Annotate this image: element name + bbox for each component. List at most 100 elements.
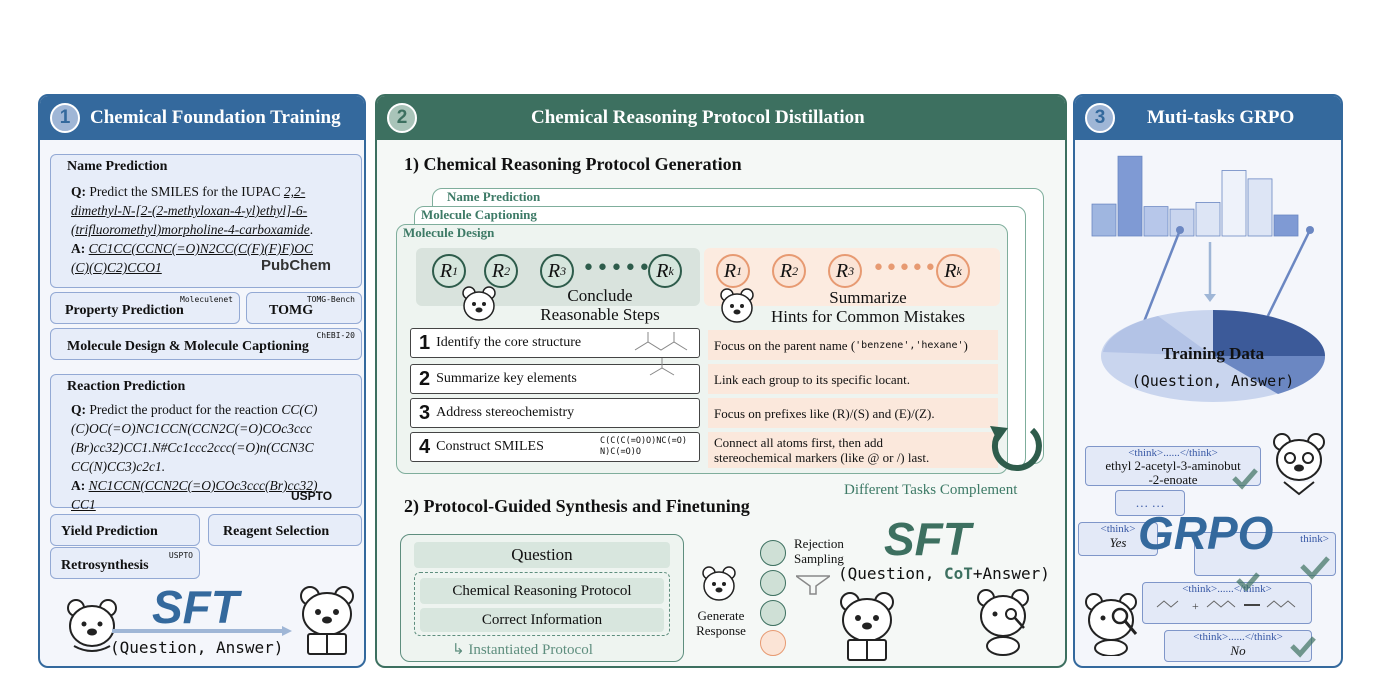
panel1-number: 1 (50, 103, 80, 133)
retrosynthesis-title: Retrosynthesis (61, 558, 149, 573)
section1-title: 1) Chemical Reasoning Protocol Generatio… (404, 154, 742, 174)
distribution-bar (1247, 178, 1273, 237)
yield-prediction-title: Yield Prediction (61, 524, 158, 539)
uspto-tag: USPTO (168, 551, 193, 560)
distribution-bar (1117, 155, 1143, 237)
panel3-number: 3 (1085, 103, 1115, 133)
property-prediction-card: Moleculenet Property Prediction (50, 292, 240, 324)
retrosynthesis-card: USPTO Retrosynthesis (50, 547, 200, 579)
reagent-selection-title: Reagent Selection (223, 524, 330, 539)
bear-teacher-icon (1273, 433, 1325, 496)
panel2-header: 2 Chemical Reasoning Protocol Distillati… (377, 96, 1065, 140)
response-circle-2 (760, 570, 786, 596)
molecule-design-captioning-card: ChEBI-20 Molecule Design & Molecule Capt… (50, 328, 362, 360)
task-label-design: Molecule Design (403, 225, 495, 240)
response-circle-3 (760, 600, 786, 626)
protocol-group (414, 572, 670, 636)
panel1-title: Chemical Foundation Training (90, 107, 341, 128)
training-data-pie (1101, 310, 1326, 402)
different-tasks-complement: Different Tasks Complement (844, 482, 1018, 498)
panel3-title: Muti-tasks GRPO (1147, 107, 1295, 128)
training-data-pair: (Question, Answer) (1131, 372, 1295, 390)
task-distribution-bars (1091, 155, 1299, 237)
sft-arrow-icon (112, 626, 292, 636)
section2-title: 2) Protocol-Guided Synthesis and Finetun… (404, 496, 750, 516)
think-bubble-dots: … … (1115, 490, 1185, 516)
reaction-sketch-icon: + (1156, 599, 1296, 613)
correct-info-box: Correct Information (420, 608, 664, 632)
reaction-prediction-question: Q: Predict the product for the reaction … (71, 402, 318, 512)
bear-generate-icon (702, 566, 736, 601)
sft-label-panel1: SFT (152, 581, 239, 633)
task-label-captioning: Molecule Captioning (421, 207, 537, 222)
tomg-bench-tag: TOMG-Bench (306, 295, 355, 304)
task-label-name: Name Prediction (447, 189, 541, 204)
grpo-label: GRPO (1138, 507, 1274, 559)
distribution-bar (1273, 214, 1299, 237)
distribution-bar (1143, 206, 1169, 237)
molecule-design-title: Molecule Design & Molecule Captioning (67, 339, 309, 354)
bear-inspector-icon (1085, 593, 1138, 656)
name-prediction-title: Name Prediction (67, 159, 168, 174)
hint-row-3: Focus on prefixes like (R)/(S) and (E)/(… (708, 398, 998, 428)
reagent-selection-card: Reagent Selection (208, 514, 362, 546)
property-prediction-title: Property Prediction (65, 303, 184, 318)
yield-prediction-card: Yield Prediction (50, 514, 200, 546)
reaction-prediction-card: Reaction Prediction Q: Predict the produ… (50, 374, 362, 512)
tomg-title: TOMG (269, 303, 314, 318)
panel3-header: 3 Muti-tasks GRPO (1075, 96, 1341, 140)
name-prediction-card: Name Prediction Q: Predict the SMILES fo… (50, 154, 362, 288)
reaction-prediction-title: Reaction Prediction (67, 379, 186, 394)
bear-student-icon (840, 592, 894, 661)
uspto-label: USPTO (291, 489, 333, 503)
svg-text:+: + (1192, 599, 1199, 613)
distribution-bar (1195, 202, 1221, 237)
smiles-snippet: C(C(C(=O)O)NC(=O)N)C(=O)O (600, 436, 687, 457)
think-bubble-yes: <think> Yes (1078, 522, 1158, 556)
moleculenet-tag: Moleculenet (180, 295, 233, 304)
bear-reading-icon (300, 586, 354, 655)
bear-hints-icon (720, 288, 754, 323)
think-bubble-molecule: think> (1194, 532, 1336, 576)
think-bubble-reaction: <think>......</think> + (1142, 582, 1312, 624)
sft-pair-panel2: (Question, CoT+Answer) (838, 564, 1050, 583)
panel2-title: Chemical Reasoning Protocol Distillation (531, 107, 865, 128)
training-data-title: Training Data (1161, 344, 1265, 363)
response-circle-1 (760, 540, 786, 566)
response-circle-4 (760, 630, 786, 656)
bear-mascot-icon (67, 599, 117, 652)
sft-pair-panel1: (Question, Answer) (110, 638, 284, 657)
panel2-number: 2 (387, 103, 417, 133)
distribution-bar (1091, 203, 1117, 237)
chebi-tag: ChEBI-20 (316, 331, 355, 340)
reasoning-protocol-box: Chemical Reasoning Protocol (420, 578, 664, 604)
funnel-icon (796, 575, 830, 595)
conclude-steps-label: Conclude Reasonable Steps (540, 286, 660, 324)
distribution-bar (1221, 170, 1247, 237)
sft-label-panel2: SFT (884, 513, 971, 565)
tomg-card: TOMG-Bench TOMG (246, 292, 362, 324)
hint-row-2: Link each group to its specific locant. (708, 364, 998, 394)
bear-magnifier-icon (977, 589, 1029, 656)
check-icons (1232, 468, 1330, 658)
refresh-arrow-icon (990, 426, 1042, 472)
instantiated-protocol-label: ↳ Instantiated Protocol (452, 642, 593, 658)
panel1-header: 1 Chemical Foundation Training (40, 96, 364, 140)
molecule-sketch-icon (634, 332, 688, 376)
name-prediction-question: Q: Predict the SMILES for the IUPAC 2,2-… (71, 184, 314, 275)
think-bubble-1: <think>......</think> ethyl 2-acetyl-3-a… (1085, 446, 1261, 487)
